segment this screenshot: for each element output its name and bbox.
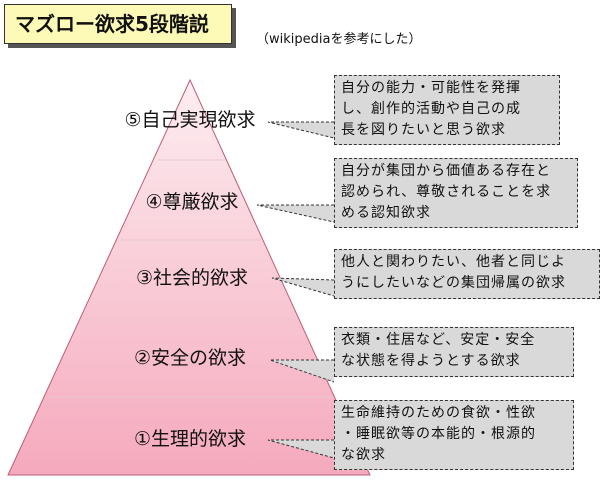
callout-line: 他人と関わりたい、他者と同じよ <box>341 254 566 270</box>
callout-line: し、創作的活動や自己の成 <box>341 101 521 117</box>
callout-line: な状態を得ようとする欲求 <box>341 353 521 369</box>
callout-level-4: 自分が集団から価値ある存在と 認められ、尊敬されることを求 める認知欲求 <box>334 158 578 228</box>
callout-pointer-2 <box>269 359 335 383</box>
callout-line: ・睡眠欲等の本能的・根源的 <box>341 426 536 442</box>
callout-line: うにしたいなどの集団帰属の欲求 <box>341 275 566 291</box>
callout-line: 生命維持のための食欲・性欲 <box>341 405 536 421</box>
source-note: （wikipediaを参考にした） <box>256 32 422 47</box>
callout-pointer-4 <box>256 204 335 223</box>
callout-line: 長を図りたいと思う欲求 <box>341 122 506 138</box>
callout-line: な欲求 <box>341 447 386 463</box>
level-2-label: ②安全の欲求 <box>133 347 247 369</box>
callout-level-2: 衣類・住居など、安定・安全 な状態を得ようとする欲求 <box>334 327 574 377</box>
callout-pointer-5 <box>267 121 335 139</box>
diagram-title: マズロー欲求5段階説 <box>4 4 232 44</box>
callout-pointer-3 <box>271 277 335 297</box>
callout-line: 衣類・住居など、安定・安全 <box>341 332 536 348</box>
callout-line: 認められ、尊敬されることを求 <box>341 184 552 200</box>
callout-line: 自分の能力・可能性を発揮 <box>341 80 521 96</box>
callout-level-1: 生命維持のための食欲・性欲 ・睡眠欲等の本能的・根源的 な欲求 <box>334 400 574 470</box>
callout-line: める認知欲求 <box>341 205 431 221</box>
level-1-label: ①生理的欲求 <box>133 428 247 450</box>
callout-pointer-1 <box>267 439 335 459</box>
callout-level-3: 他人と関わりたい、他者と同じよ うにしたいなどの集団帰属の欲求 <box>334 249 600 299</box>
callout-line: 自分が集団から価値ある存在と <box>341 163 551 179</box>
pyramid-body <box>7 78 371 476</box>
callout-level-5: 自分の能力・可能性を発揮 し、創作的活動や自己の成 長を図りたいと思う欲求 <box>334 75 560 145</box>
level-3-label: ③社会的欲求 <box>135 267 249 289</box>
level-5-label: ⑤自己実現欲求 <box>124 109 256 131</box>
level-4-label: ④尊厳欲求 <box>145 191 239 213</box>
